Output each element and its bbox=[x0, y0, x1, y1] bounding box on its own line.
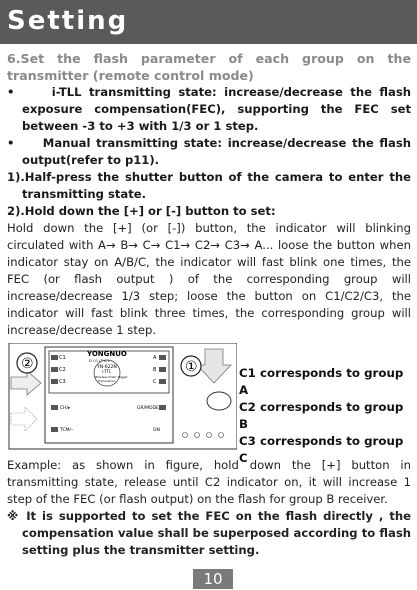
on-label: ON bbox=[153, 427, 160, 433]
section-title: 6.Set the flash parameter of each group … bbox=[7, 51, 411, 83]
led-c1 bbox=[51, 355, 58, 360]
led-c2 bbox=[51, 367, 58, 372]
bullet-text: i-TLL transmitting state: increase/decre… bbox=[22, 85, 411, 133]
note-text: It is supported to set the FEC on the fl… bbox=[22, 509, 411, 557]
step-2: 2).Hold down the [+] or [-] button to se… bbox=[7, 204, 276, 218]
tcm-button bbox=[51, 427, 58, 432]
channel-label-c: C bbox=[153, 379, 157, 385]
model-name: YN-622N bbox=[96, 364, 117, 370]
marker-1: ① bbox=[185, 359, 198, 375]
brand-name: YONGNUO bbox=[86, 350, 127, 358]
page-title: Setting bbox=[7, 6, 129, 36]
device-desc: Wireless Flash Trigger bbox=[95, 375, 128, 379]
brand-sub: D I G I T A L bbox=[89, 359, 110, 363]
marker-1-circle bbox=[180, 355, 202, 377]
channel-label-c3: C3 bbox=[59, 379, 66, 385]
channel-label-b: B bbox=[153, 367, 157, 373]
ch-button bbox=[51, 405, 58, 410]
bullet-item: • Manual transmitting state: increase/de… bbox=[7, 136, 411, 167]
device-desc2: Transceiver bbox=[97, 379, 116, 383]
led-c3 bbox=[51, 379, 58, 384]
channel-label-c1: C1 bbox=[59, 355, 66, 361]
body-paragraph: Hold down the [+] (or [-]) button, the i… bbox=[7, 221, 411, 337]
note: ※ It is supported to set the FEC on the … bbox=[7, 508, 411, 559]
device-illustration: C1 C2 C3 A B C YONGNUO D I G I T A L YN-… bbox=[8, 343, 237, 450]
tcm-label: TCM/– bbox=[59, 427, 74, 433]
model-sub: i-TTL bbox=[102, 369, 112, 374]
device-figure: C1 C2 C3 A B C YONGNUO D I G I T A L YN-… bbox=[7, 343, 411, 465]
gr-label: GR/MODE bbox=[137, 405, 159, 411]
down-arrow bbox=[196, 348, 232, 384]
ch-label: CH/▸ bbox=[60, 405, 71, 411]
bullet-item: • i-TLL transmitting state: increase/dec… bbox=[7, 85, 411, 133]
led-a bbox=[159, 355, 166, 360]
marker-2-circle bbox=[16, 352, 38, 374]
led-b bbox=[159, 367, 166, 372]
channel-label-a: A bbox=[153, 355, 157, 361]
header-bar: Setting bbox=[0, 0, 417, 44]
step-1: 1).Half-press the shutter button of the … bbox=[7, 170, 411, 201]
marker-2: ② bbox=[21, 356, 34, 372]
legend-item: C3 corresponds to group C bbox=[239, 434, 404, 465]
legend-item: C2 corresponds to group B bbox=[239, 400, 404, 431]
legend: C1 corresponds to group A C2 corresponds… bbox=[239, 365, 411, 467]
bullet-text: Manual transmitting state: increase/decr… bbox=[22, 136, 411, 167]
gr-button bbox=[159, 405, 166, 410]
legend-item: C1 corresponds to group A bbox=[239, 366, 404, 397]
content: 6.Set the flash parameter of each group … bbox=[7, 50, 411, 559]
channel-label-c2: C2 bbox=[59, 367, 66, 373]
note-mark: ※ bbox=[7, 509, 21, 523]
left-hand-arrow bbox=[10, 406, 38, 432]
left-arrow bbox=[10, 370, 42, 396]
led-c bbox=[159, 379, 166, 384]
example-paragraph: Example: as shown in figure, hold down t… bbox=[7, 458, 411, 506]
model-circle bbox=[93, 359, 121, 387]
button-ellipse bbox=[206, 391, 232, 411]
page-number: 10 bbox=[193, 569, 233, 589]
